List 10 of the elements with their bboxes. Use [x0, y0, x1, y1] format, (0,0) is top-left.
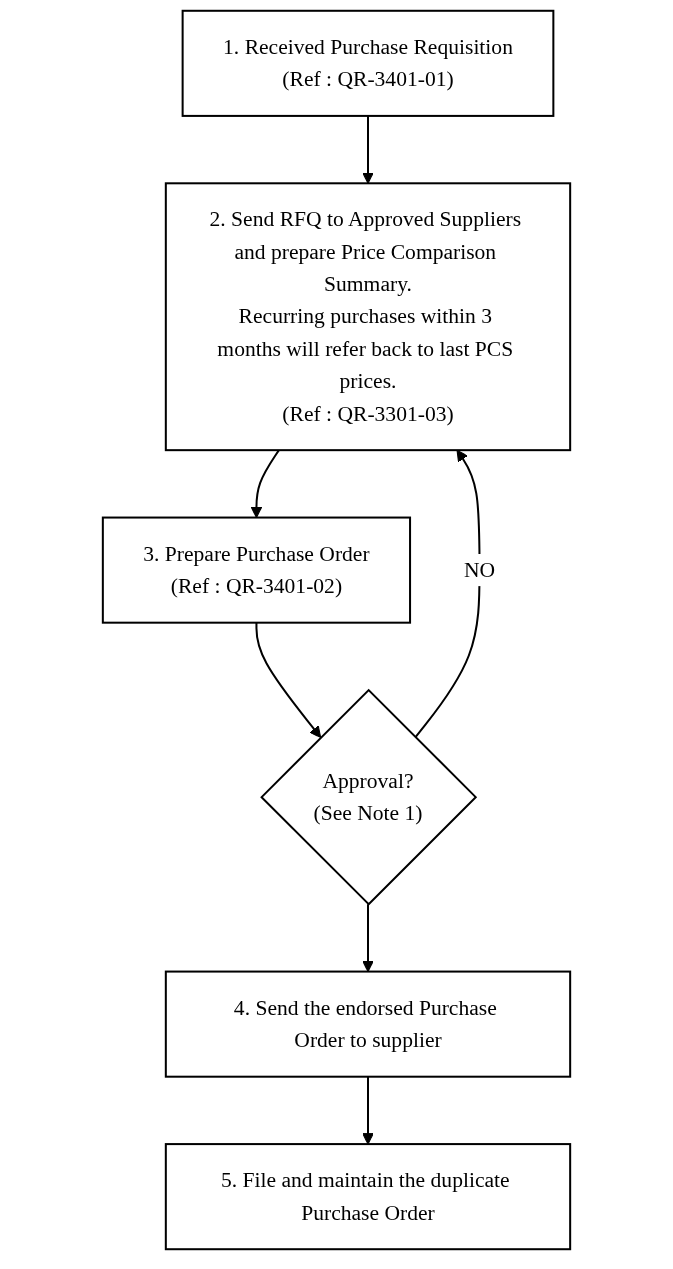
node-box: 4. Send the endorsed Purchase Order to supplier: [164, 970, 572, 1078]
node-box: 3. Prepare Purchase Order (Ref : QR-3401-02): [101, 516, 412, 624]
arrow: [255, 622, 322, 738]
node-box: 5. File and maintain the duplicate Purchase Order: [164, 1143, 572, 1251]
node-box: 1. Received Purchase Requisition (Ref : QR-3401-01): [181, 9, 555, 117]
arrow: [362, 115, 374, 184]
arrow: [362, 1076, 374, 1145]
node-box: 2. Send RFQ to Approved Suppliers and prepare Price Comparison Summary. Recurring purchases within 3 months will refer back to last PCS prices. (Ref : QR-3301-03): [164, 182, 572, 452]
node-diamond: Approval? (See Note 1): [260, 688, 478, 906]
edge-label: NO: [463, 557, 496, 581]
